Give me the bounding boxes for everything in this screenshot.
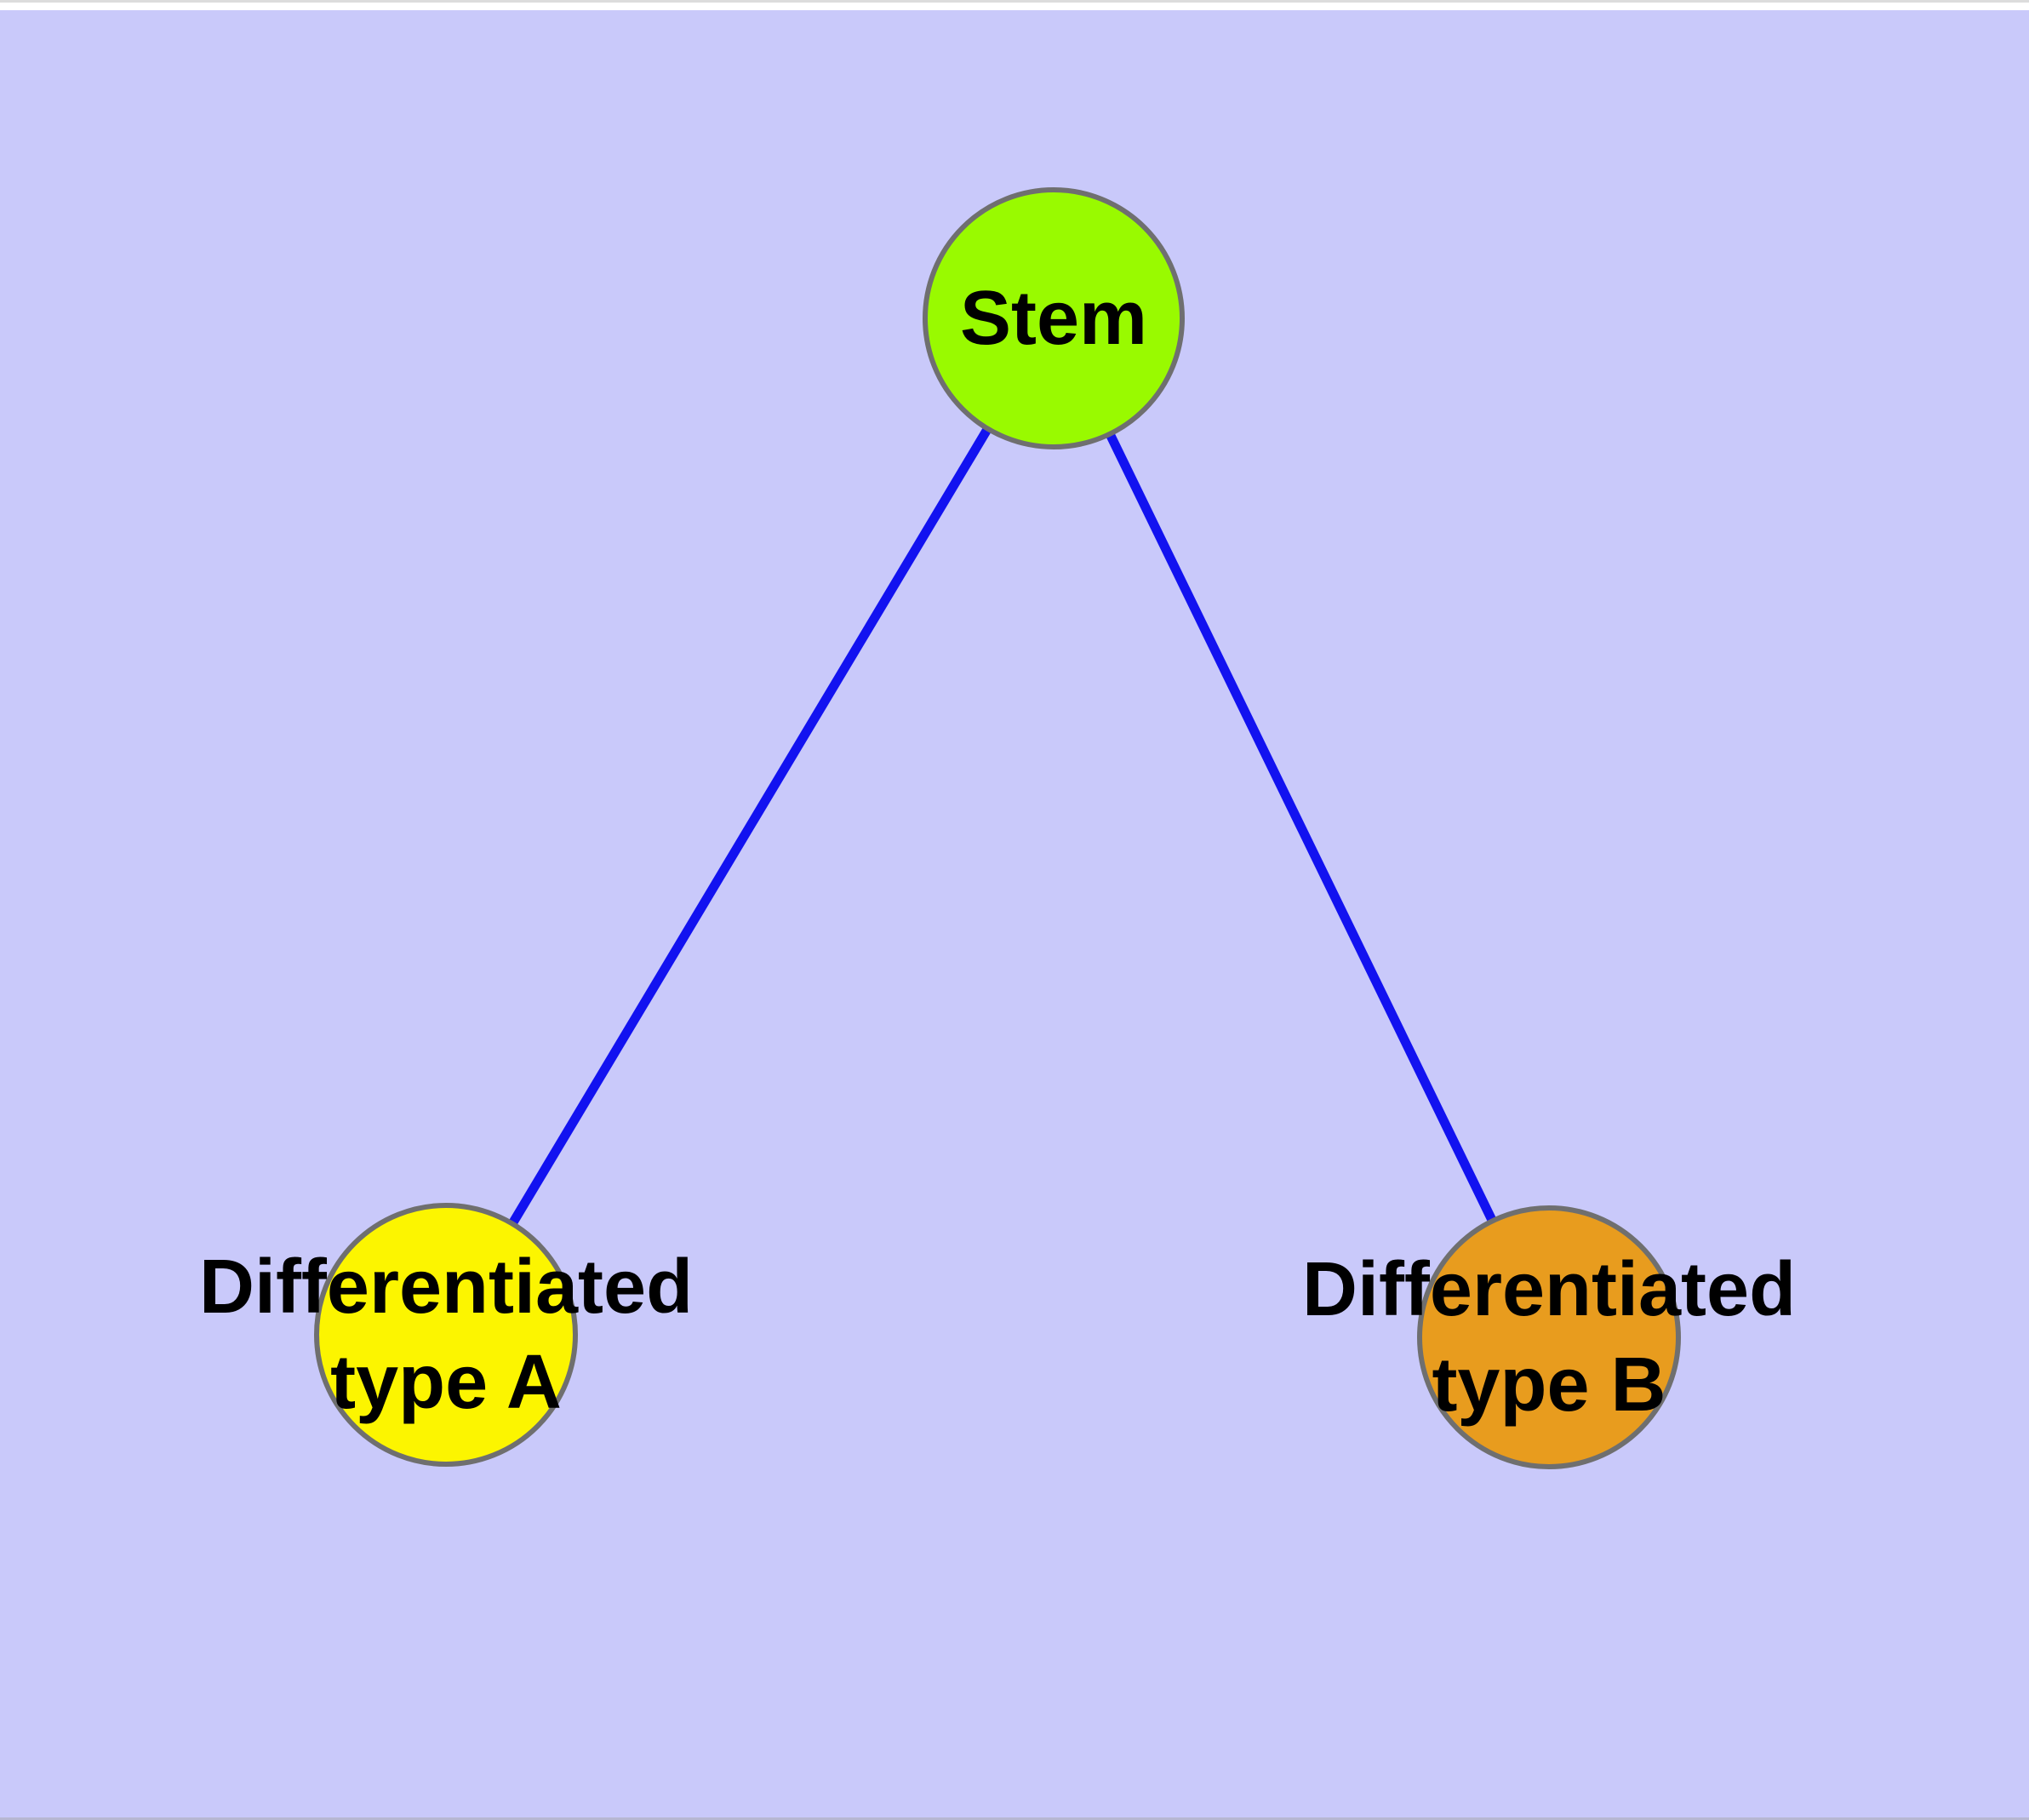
edge-stem-type_a [442, 316, 1058, 1337]
label-differentiated-type-b: Differentiated type B [1302, 1242, 1796, 1433]
label-type-b-line2: type B [1432, 1342, 1666, 1428]
edges [442, 316, 1553, 1340]
node-differentiated-type-b-circle [1417, 1205, 1681, 1469]
bottom-edge-line [0, 1817, 2029, 1820]
label-type-b-line1: Differentiated [1301, 1247, 1797, 1332]
label-stem-text: Stem [959, 276, 1148, 361]
nodes [314, 187, 1681, 1469]
node-stem-circle [923, 187, 1185, 449]
label-stem: Stem [960, 271, 1147, 366]
label-type-a-line1: Differentiated [198, 1245, 694, 1330]
label-type-a-line2: type A [330, 1340, 562, 1425]
node-differentiated-type-a-circle [314, 1203, 578, 1467]
label-differentiated-type-a: Differentiated type A [199, 1239, 693, 1430]
edge-stem-type_b [1049, 316, 1553, 1340]
top-margin-strip [0, 0, 2029, 10]
